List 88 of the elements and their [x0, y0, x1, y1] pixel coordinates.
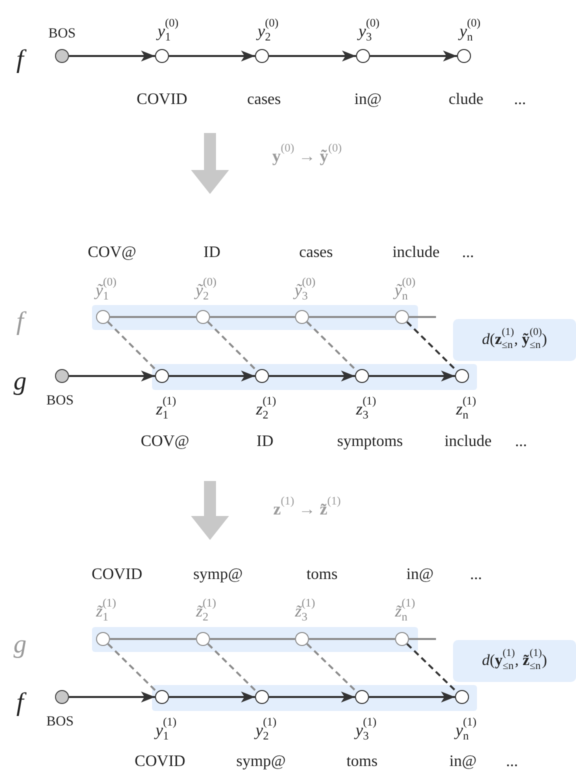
token-label: in@	[406, 566, 434, 584]
connector-line	[409, 638, 436, 640]
arrow	[169, 370, 255, 382]
token-node	[196, 632, 210, 646]
highlight-band	[92, 305, 418, 330]
token-node	[155, 690, 169, 704]
model-label: g	[14, 630, 26, 660]
dashed-line	[207, 643, 258, 693]
highlight-band	[152, 685, 477, 711]
token-node	[395, 632, 409, 646]
model-label: g	[14, 368, 26, 396]
token-node	[356, 49, 370, 63]
token-node	[455, 690, 469, 704]
token-label: ID	[256, 433, 274, 451]
dashed-line	[107, 321, 158, 372]
token-label: symp@	[236, 753, 286, 771]
token-label: ...	[515, 433, 527, 451]
token-node	[196, 310, 210, 324]
arrow	[169, 50, 255, 62]
token-node	[295, 632, 309, 646]
token-node	[455, 369, 469, 383]
token-label: ...	[506, 753, 518, 771]
token-node	[55, 690, 69, 704]
token-label: include	[444, 433, 492, 451]
token-node	[55, 49, 69, 63]
highlight-band	[92, 627, 418, 652]
token-label: toms	[346, 753, 378, 771]
token-label: in@	[449, 753, 477, 771]
token-label: COVID	[136, 91, 188, 109]
token-label: ID	[204, 244, 220, 262]
model-label: f	[16, 688, 24, 718]
token-label: toms	[306, 566, 338, 584]
connector-line	[309, 316, 395, 318]
token-node	[395, 310, 409, 324]
token-node	[457, 49, 471, 63]
connector-line	[210, 316, 295, 318]
token-label: cases	[247, 91, 281, 109]
token-node	[96, 310, 110, 324]
token-label: COV@	[140, 433, 190, 451]
connector-line	[110, 638, 196, 640]
arrow	[369, 692, 455, 702]
token-label: ...	[514, 91, 526, 109]
arrow	[169, 692, 255, 702]
arrow	[269, 50, 356, 62]
token-node	[255, 49, 269, 63]
arrow	[369, 370, 455, 382]
arrow	[269, 692, 355, 702]
arrow	[69, 692, 155, 702]
token-node	[255, 690, 269, 704]
bos-label: BOS	[48, 26, 76, 42]
token-label: clude	[448, 91, 484, 109]
arrow	[69, 50, 155, 62]
token-node	[295, 310, 309, 324]
dashed-line	[207, 321, 258, 372]
token-node	[155, 369, 169, 383]
token-node	[55, 369, 69, 383]
token-node	[155, 49, 169, 63]
token-label: COVID	[134, 753, 186, 771]
arrow	[69, 370, 155, 382]
token-node	[255, 369, 269, 383]
connector-line	[309, 638, 395, 640]
connector-line	[409, 316, 436, 318]
dashed-line	[306, 643, 358, 693]
dashed-line	[107, 643, 158, 693]
bos-label: BOS	[46, 393, 74, 409]
token-node	[355, 690, 369, 704]
model-label: f	[16, 46, 24, 74]
connector-line	[110, 316, 196, 318]
bos-label: BOS	[46, 714, 74, 730]
token-label: in@	[354, 91, 382, 109]
token-label: COV@	[88, 244, 136, 262]
token-label: include	[392, 244, 440, 262]
model-label: f	[16, 308, 24, 336]
token-label: COVID	[92, 566, 142, 584]
token-label: ...	[470, 566, 482, 584]
token-node	[355, 369, 369, 383]
distance-box	[453, 319, 576, 361]
highlight-band	[152, 364, 477, 390]
token-label: ...	[462, 244, 474, 262]
token-label: cases	[299, 244, 333, 262]
distance-box	[453, 640, 576, 682]
dashed-line	[406, 643, 458, 693]
arrow	[370, 50, 457, 62]
arrow	[269, 370, 355, 382]
token-node	[96, 632, 110, 646]
token-label: symp@	[193, 566, 243, 584]
token-label: symptoms	[337, 433, 403, 451]
connector-line	[210, 638, 295, 640]
